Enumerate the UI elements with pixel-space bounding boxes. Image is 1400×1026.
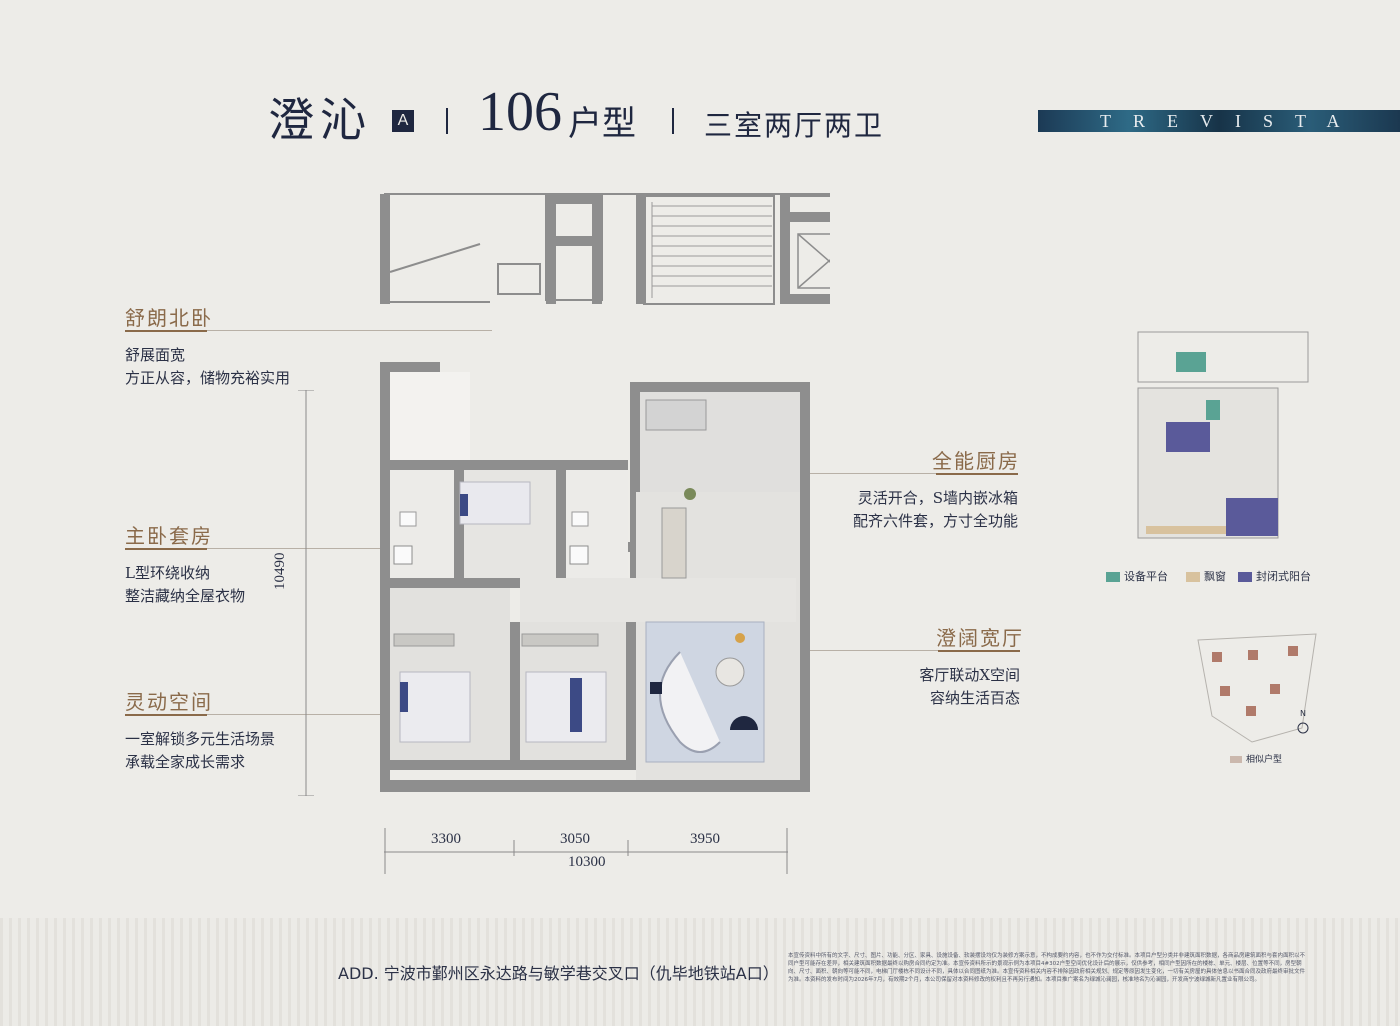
wardrobe (521, 633, 599, 647)
feature-title: 舒朗北卧 (125, 306, 213, 330)
width-dimension: 3950 (690, 831, 720, 847)
site-map: N (1197, 633, 1317, 743)
vertical-dimension-line (298, 390, 314, 796)
feature-title: 全能厨房 (932, 449, 1020, 473)
pillow (570, 678, 582, 732)
bay-window-swatch (1146, 526, 1226, 534)
legal-disclaimer: 本宣传资料中所有的文字、尺寸、图片、功能、分区、家具、设施设备、软装摆设均仅为装… (788, 953, 1306, 983)
leader-line (712, 473, 936, 474)
legend-equipment-platform: 设备平台 (1106, 568, 1168, 584)
title-separator (446, 108, 448, 134)
title-separator (672, 108, 674, 134)
building-markers (1212, 646, 1298, 716)
toilet (571, 511, 589, 527)
feature-description: 灵活开合，S墙内嵌冰箱 配齐六件套，方寸全功能 (852, 489, 1018, 530)
horizontal-dimension-lines (384, 828, 788, 874)
legend-bay-window: 飘窗 (1186, 568, 1226, 584)
staircase (651, 202, 772, 298)
dog-toy (735, 633, 745, 643)
total-width-dimension: 10300 (568, 854, 606, 870)
second-bed (525, 671, 607, 743)
footer-texture (0, 918, 1400, 1026)
width-dimension: 3050 (560, 831, 590, 847)
curved-sofa (659, 651, 721, 753)
legend-swatch (1186, 572, 1200, 582)
feature-underline (125, 548, 207, 550)
armchair (730, 716, 758, 730)
vertical-dimension-label: 10490 (272, 552, 288, 591)
room-configuration: 三室两厅两卫 (704, 109, 885, 142)
pillow (460, 494, 468, 516)
feature-underline (125, 714, 207, 716)
toilet (399, 511, 417, 527)
brand-logo-text: TREVISTA (1100, 111, 1362, 131)
core-walls (380, 194, 830, 304)
washbasin (569, 545, 589, 565)
feature-flex-space: 灵动空间 (125, 686, 213, 715)
enclosed-balcony-swatch (1166, 422, 1210, 452)
enclosed-balcony-swatch (1226, 498, 1278, 536)
project-name: 澄沁 (268, 93, 372, 147)
feature-title: 灵动空间 (125, 690, 213, 714)
feature-underline (936, 473, 1018, 475)
legend-swatch (1238, 572, 1252, 582)
feature-underline (125, 330, 207, 332)
north-arrow: N (1300, 709, 1306, 718)
feature-description: 一室解锁多元生活场景 承载全家成长需求 (125, 730, 276, 771)
leader-line (712, 650, 938, 651)
plant (684, 488, 696, 500)
feature-underline (938, 650, 1020, 652)
pillow (400, 682, 408, 712)
unit-size: 106 (478, 81, 562, 143)
side-table (650, 682, 662, 694)
kitchen-counter (645, 399, 707, 431)
elevator-shaft (797, 233, 830, 289)
washbasin (393, 545, 413, 565)
leader-line (207, 714, 452, 715)
feature-north-bedroom: 舒朗北卧 (125, 302, 213, 331)
unit-badge: A (392, 110, 414, 132)
service-core (383, 193, 830, 305)
key-plan-thumbnail (1137, 331, 1309, 539)
unit-type-label: 户型 (568, 104, 636, 144)
north-balcony (390, 372, 470, 460)
width-dimension: 3300 (431, 831, 461, 847)
feature-description: 客厅联动X空间 容纳生活百态 (919, 666, 1020, 707)
legend-enclosed-balcony: 封闭式阳台 (1238, 568, 1311, 584)
kitchen-island (661, 507, 687, 579)
legend-swatch (1106, 572, 1120, 582)
address-text: ADD. 宁波市鄞州区永达路与敏学巷交叉口（仇毕地铁站A口） (338, 964, 779, 983)
feature-master-suite: 主卧套房 (125, 520, 213, 549)
corridor (520, 578, 796, 622)
feature-description: L型环绕收纳 整洁藏纳全屋衣物 (125, 564, 246, 605)
master-bed (399, 671, 471, 743)
bed-north (459, 481, 531, 525)
leader-line (207, 330, 492, 331)
feature-description: 舒展面宽 方正从容，储物充裕实用 (125, 346, 291, 387)
feature-kitchen: 全能厨房 (932, 445, 1020, 474)
leader-line (207, 548, 407, 549)
brand-banner (1038, 110, 1400, 132)
coffee-table (715, 657, 745, 687)
feature-title: 主卧套房 (125, 524, 213, 548)
similar-unit-legend: 相似户型 (1230, 752, 1282, 765)
legend-swatch (1230, 756, 1242, 763)
feature-living-room: 澄阔宽厅 (936, 622, 1024, 651)
equipment-platform-swatch (1206, 400, 1220, 420)
wardrobe (393, 633, 455, 647)
feature-title: 澄阔宽厅 (936, 626, 1024, 650)
floor-plan (380, 193, 830, 792)
